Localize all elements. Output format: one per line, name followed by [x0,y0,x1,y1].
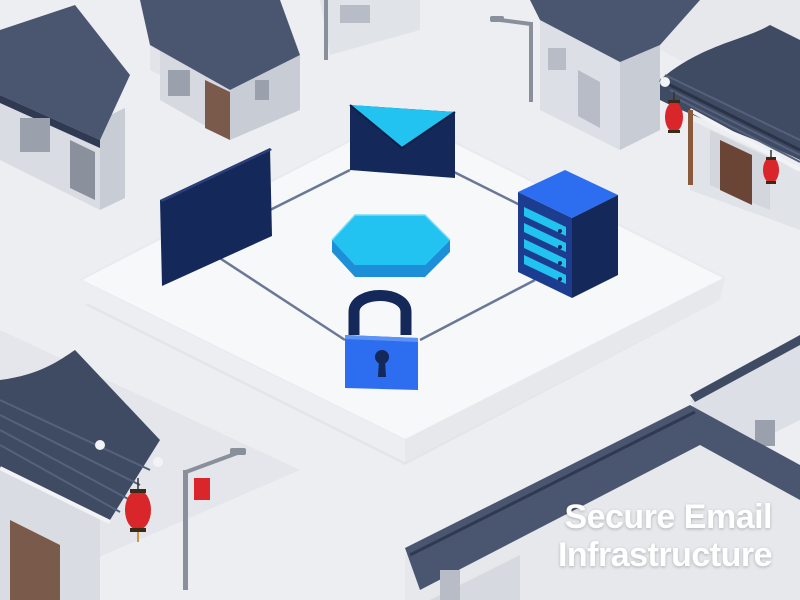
padlock-icon [345,290,418,390]
hanok-right [659,25,800,230]
paper-lantern-bottom-left [125,478,151,542]
display-panel-icon [160,148,272,286]
paper-lantern-right-2 [763,150,779,184]
envelope-icon [349,104,456,178]
house-top-left [0,5,130,210]
hexagon-hub-icon [331,214,451,277]
house-top-right-white [320,0,700,150]
caption-line-2: Infrastructure [557,536,773,574]
street-lamp-top [490,16,533,102]
house-top-center [140,0,300,140]
network-links [214,168,536,342]
hanok-bottom-left [0,350,163,600]
caption-line-1: Secure Email [564,498,772,536]
server-rack-icon [518,170,618,298]
paper-lantern-right-1 [665,92,683,133]
street-lamp-bottom [183,448,246,590]
street-lamp-top-left [324,0,328,60]
caption: Secure Email Infrastructure [452,498,773,574]
house-bottom-right [405,335,800,600]
